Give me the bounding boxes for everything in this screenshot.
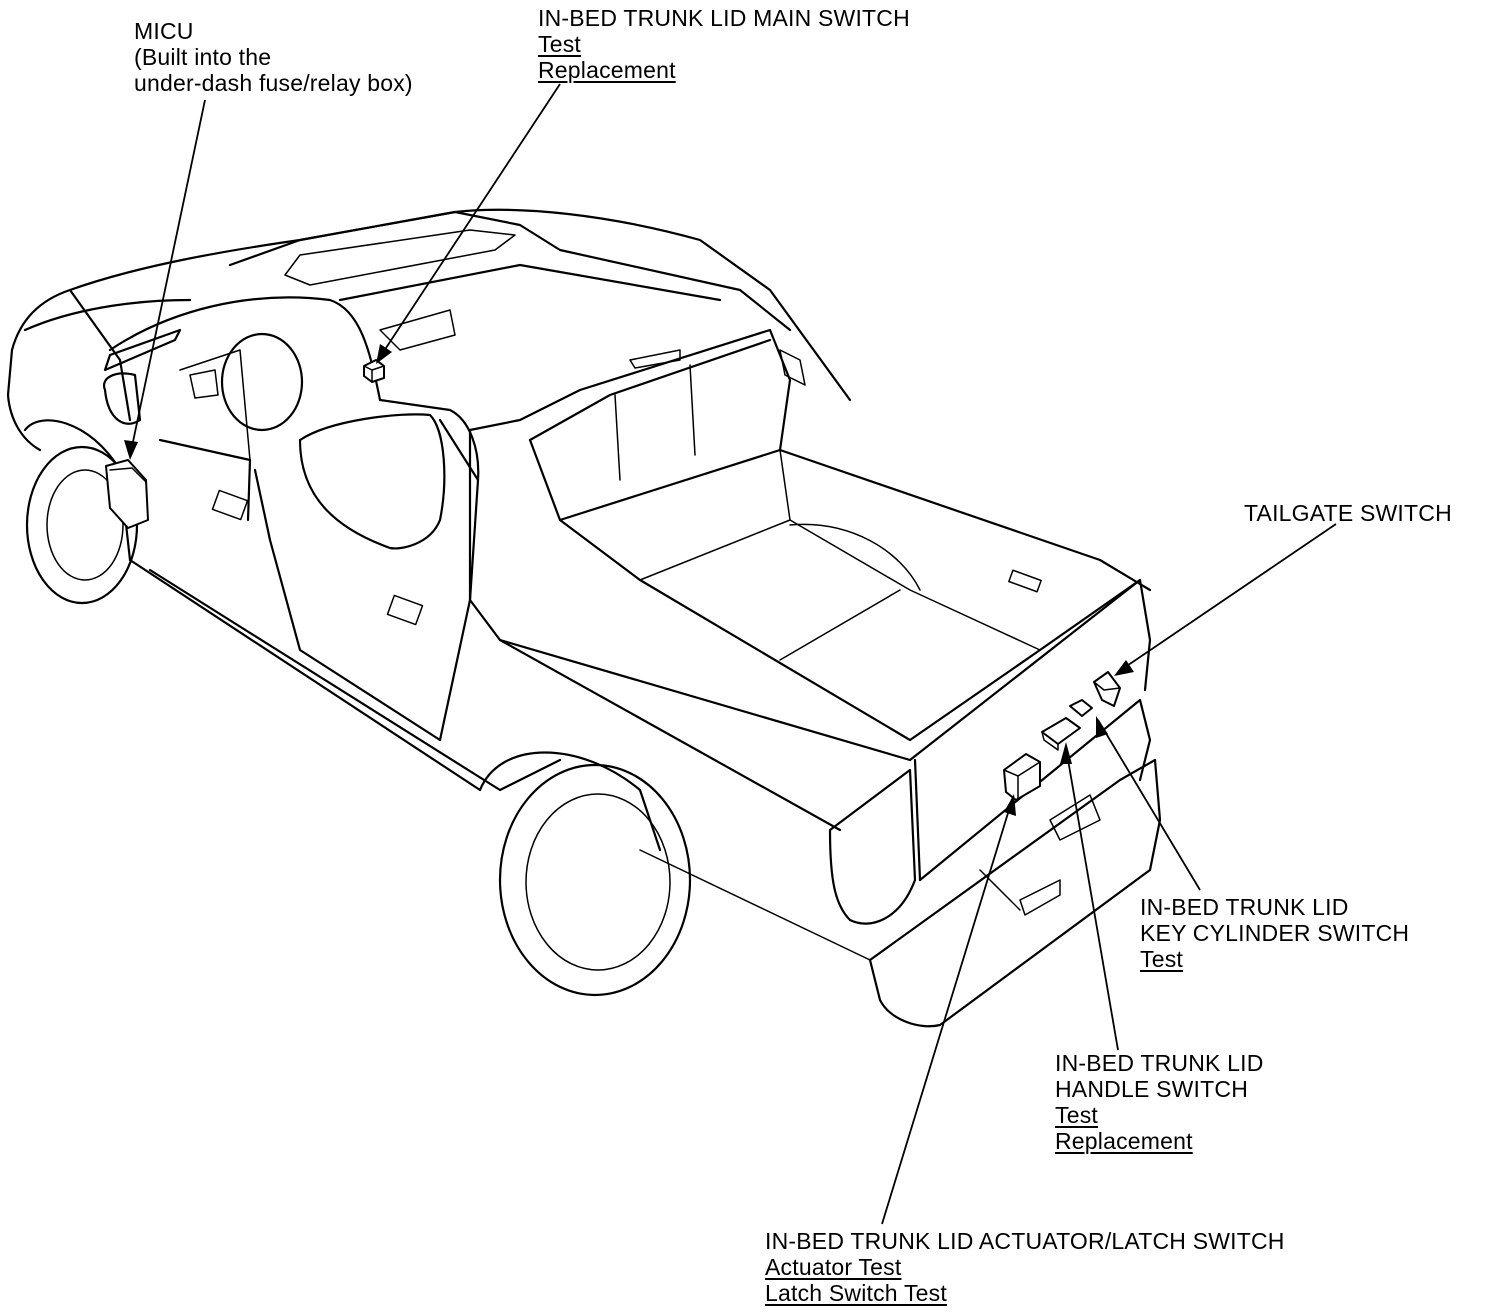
truck-body-outline [6,208,1162,1028]
actuator-latch-switch-callout: IN-BED TRUNK LID ACTUATOR/LATCH SWITCH A… [765,1228,1285,1306]
main-switch-title: IN-BED TRUNK LID MAIN SWITCH [538,5,910,31]
micu-note-line1: (Built into the [134,44,272,70]
main-switch-callout: IN-BED TRUNK LID MAIN SWITCH Test Replac… [538,5,910,83]
key-cylinder-title-line1: IN-BED TRUNK LID [1140,894,1349,920]
handle-switch-title-line1: IN-BED TRUNK LID [1055,1050,1264,1076]
handle-switch-replacement-link[interactable]: Replacement [1055,1128,1193,1154]
main-switch-replacement-link[interactable]: Replacement [538,57,676,83]
actuator-test-link[interactable]: Actuator Test [765,1254,902,1280]
main-switch-leader-line [377,83,561,361]
tailgate-switch-callout: TAILGATE SWITCH [1244,500,1452,526]
tailgate-switch-part [1093,671,1121,707]
key-cylinder-title-line2: KEY CYLINDER SWITCH [1140,920,1410,946]
main-switch-part [363,359,385,383]
key-cylinder-switch-part [1069,699,1093,717]
leader-lines [124,83,1337,1225]
handle-switch-title-line2: HANDLE SWITCH [1055,1076,1249,1102]
actuator-latch-title: IN-BED TRUNK LID ACTUATOR/LATCH SWITCH [765,1228,1285,1254]
micu-fuse-box-part [105,459,149,529]
handle-switch-test-link[interactable]: Test [1055,1102,1098,1128]
key-cylinder-switch-callout: IN-BED TRUNK LID KEY CYLINDER SWITCH Tes… [1140,894,1409,972]
micu-leader-line [129,99,206,457]
actuator-latch-switch-part [1003,753,1041,801]
micu-title: MICU [134,18,194,44]
handle-switch-leader-line [1065,747,1119,1051]
micu-note-line2: under-dash fuse/relay box) [134,70,413,96]
key-cylinder-leader-line [1097,719,1201,891]
tailgate-switch-title: TAILGATE SWITCH [1244,500,1452,526]
micu-callout: MICU (Built into the under-dash fuse/rel… [134,18,413,96]
tailgate-switch-leader-line [1117,523,1337,673]
main-switch-test-link[interactable]: Test [538,31,581,57]
handle-switch-callout: IN-BED TRUNK LID HANDLE SWITCH Test Repl… [1055,1050,1264,1154]
latch-switch-test-link[interactable]: Latch Switch Test [765,1280,947,1306]
handle-switch-part [1041,717,1081,751]
actuator-latch-leader-line [881,799,1013,1225]
key-cylinder-test-link[interactable]: Test [1140,946,1183,972]
